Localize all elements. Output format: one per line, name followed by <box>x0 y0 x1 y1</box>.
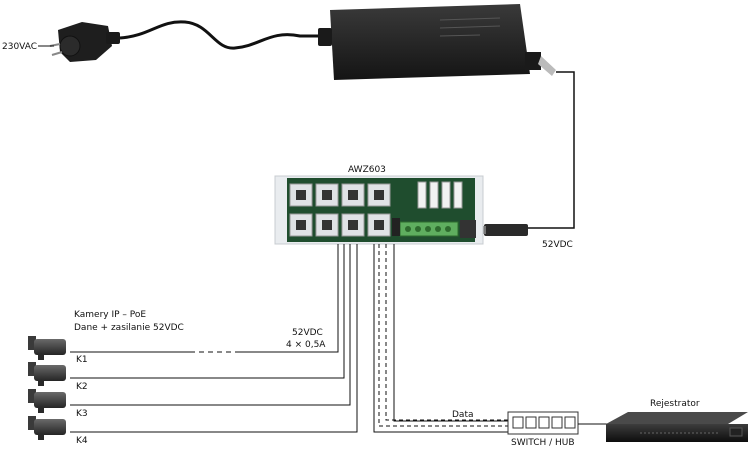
mains-cord <box>119 20 325 50</box>
camera-k2: K2 <box>28 362 88 392</box>
camera-cables <box>70 244 358 433</box>
cameras-title-line1: Kamery IP – PoE <box>74 310 146 320</box>
ip-camera-icon <box>28 362 66 386</box>
dc-plug-icon <box>478 224 528 236</box>
camera-k4: K4 <box>28 416 88 446</box>
dc-out-label: 52VDC <box>542 240 573 250</box>
camera-label: K3 <box>76 409 88 419</box>
fuses <box>417 181 463 209</box>
ip-camera-icon <box>28 389 66 413</box>
ip-camera-icon <box>28 336 66 360</box>
terminal-block <box>399 221 459 237</box>
switch-label: SWITCH / HUB <box>511 438 575 448</box>
camera-label: K2 <box>76 382 88 392</box>
power-adapter <box>318 4 556 80</box>
ip-camera-icon <box>28 416 66 440</box>
camera-k3: K3 <box>28 389 88 419</box>
data-cables <box>373 244 508 433</box>
recorder-label: Rejestrator <box>650 399 700 409</box>
rj45-jacks <box>289 183 391 237</box>
device-label: AWZ603 <box>348 165 386 175</box>
dc-cable <box>528 71 575 229</box>
mains-plug-icon <box>49 22 120 62</box>
camera-label: K1 <box>76 355 88 365</box>
poe-voltage-label: 52VDC <box>292 328 323 338</box>
switch-hub <box>507 411 579 435</box>
camera-label: K4 <box>76 436 88 446</box>
camera-k1: K1 <box>28 336 88 365</box>
poe-current-label: 4 × 0,5A <box>286 340 326 350</box>
cameras-title-line2: Dane + zasilanie 52VDC <box>74 323 184 333</box>
data-label: Data <box>452 410 474 420</box>
device-awz603 <box>274 175 484 245</box>
recorder-device <box>606 412 748 442</box>
mains-label: 230VAC <box>2 42 37 52</box>
